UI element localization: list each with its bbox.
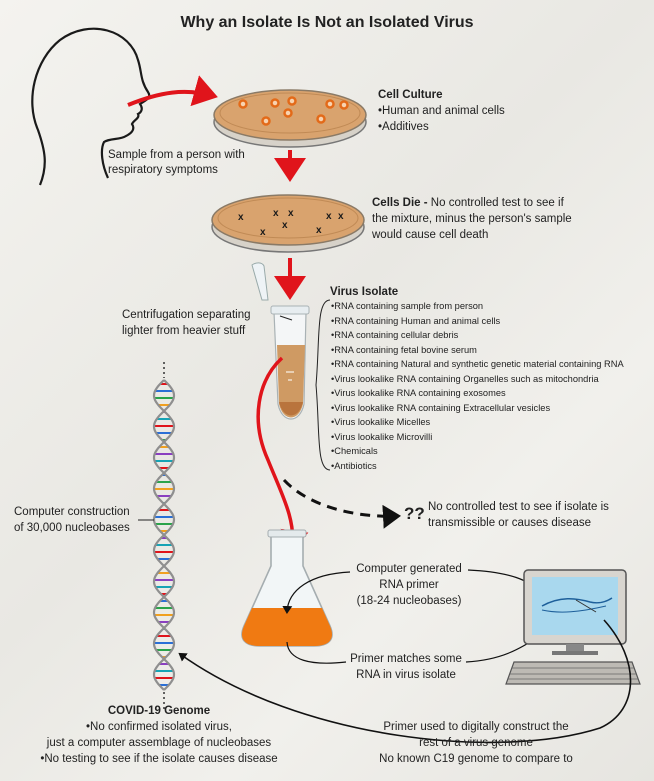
- cell-culture-item: •Human and animal cells: [378, 105, 505, 117]
- construction-line-2: of 30,000 nucleobases: [14, 522, 130, 534]
- cell-culture-item: •Additives: [378, 121, 429, 133]
- isolate-item: Antibiotics: [331, 459, 624, 474]
- no-test-line-1: No controlled test to see if isolate is: [428, 501, 609, 513]
- isolate-item: Virus lookalike Micelles: [331, 415, 624, 430]
- centrifuge-tube-icon: [251, 262, 310, 420]
- isolate-item: Virus lookalike RNA containing exosomes: [331, 386, 624, 401]
- isolate-item: RNA containing Human and animal cells: [331, 314, 624, 329]
- centrifugation-pointer: [279, 315, 293, 321]
- arrow-isolate-to-flask: [256, 356, 309, 552]
- primer-to-flask-connector: [282, 571, 351, 614]
- isolate-item: RNA containing Natural and synthetic gen…: [331, 357, 623, 372]
- cell-culture-heading: Cell Culture: [378, 89, 443, 101]
- svg-text:x: x: [338, 211, 344, 222]
- centrifugation-line-2: lighter from heavier stuff: [122, 325, 246, 337]
- isolate-item: RNA containing fetal bovine serum: [331, 343, 624, 358]
- virus-isolate-list: RNA containing sample from person RNA co…: [331, 299, 624, 474]
- virus-isolate-heading: Virus Isolate: [330, 286, 399, 298]
- svg-text:x: x: [316, 225, 322, 236]
- cells-die-text: No controlled test to see if: [427, 197, 564, 209]
- flask-icon: [241, 529, 333, 647]
- cells-die-line-2: the mixture, minus the person's sample: [372, 213, 572, 225]
- arrow-dashed-to-questions: [282, 478, 401, 529]
- covid-genome-item: •No testing to see if the isolate causes…: [40, 753, 278, 765]
- primer-matches-line-1: Primer matches some: [350, 653, 462, 665]
- primer-matches-line-2: RNA in virus isolate: [356, 669, 456, 681]
- sample-label-line-1: Sample from a person with: [108, 149, 245, 161]
- isolate-item: Virus lookalike RNA containing Extracell…: [331, 401, 624, 416]
- primer-used-line-2: rest of a virus genome: [419, 737, 533, 749]
- person-head-icon: [31, 27, 151, 186]
- cells-die-line-3: would cause cell death: [372, 229, 489, 241]
- computer-icon: [505, 569, 641, 685]
- svg-text:x: x: [282, 220, 288, 231]
- covid-genome-heading: COVID-19 Genome: [107, 705, 211, 717]
- question-marks: ??: [404, 504, 425, 523]
- rna-primer-line-1: Computer generated: [356, 563, 462, 575]
- no-test-line-2: transmissible or causes disease: [428, 517, 591, 529]
- page-title: Why an Isolate Is Not an Isolated Virus: [180, 14, 474, 31]
- petri-dish-culture-icon: [213, 89, 367, 148]
- covid-genome-item: •No confirmed isolated virus,: [86, 721, 232, 733]
- svg-text:x: x: [288, 208, 294, 219]
- sample-label-line-2: respiratory symptoms: [108, 164, 218, 176]
- svg-text:x: x: [273, 208, 279, 219]
- cells-die-heading: Cells Die -: [372, 197, 428, 209]
- svg-text:x: x: [238, 212, 244, 223]
- arrow-computer-to-genome: [178, 619, 632, 744]
- svg-text:x: x: [260, 227, 266, 238]
- isolate-bracket: [315, 299, 331, 471]
- isolate-item: RNA containing cellular debris: [331, 328, 624, 343]
- primer-used-line-1: Primer used to digitally construct the: [383, 721, 569, 733]
- covid-genome-item: just a computer assemblage of nucleobase…: [46, 737, 272, 749]
- isolate-item: Virus lookalike Microvilli: [331, 430, 624, 445]
- isolate-item: RNA containing sample from person: [331, 299, 624, 314]
- rna-primer-line-3: (18-24 nucleobases): [356, 595, 462, 607]
- primer-used-line-3: No known C19 genome to compare to: [379, 753, 573, 765]
- arrow-sample-to-culture: [127, 75, 218, 107]
- dna-helix-icon: [152, 362, 176, 710]
- matches-to-flask-connector: [286, 641, 347, 664]
- svg-text:x: x: [326, 211, 332, 222]
- rna-primer-line-2: RNA primer: [379, 579, 439, 591]
- isolate-item: Chemicals: [331, 444, 624, 459]
- construction-line-1: Computer construction: [14, 506, 130, 518]
- centrifugation-line-1: Centrifugation separating: [122, 309, 251, 321]
- cells-die-line-1: Cells Die - No controlled test to see if: [372, 196, 564, 211]
- isolate-item: Virus lookalike RNA containing Organelle…: [331, 372, 624, 387]
